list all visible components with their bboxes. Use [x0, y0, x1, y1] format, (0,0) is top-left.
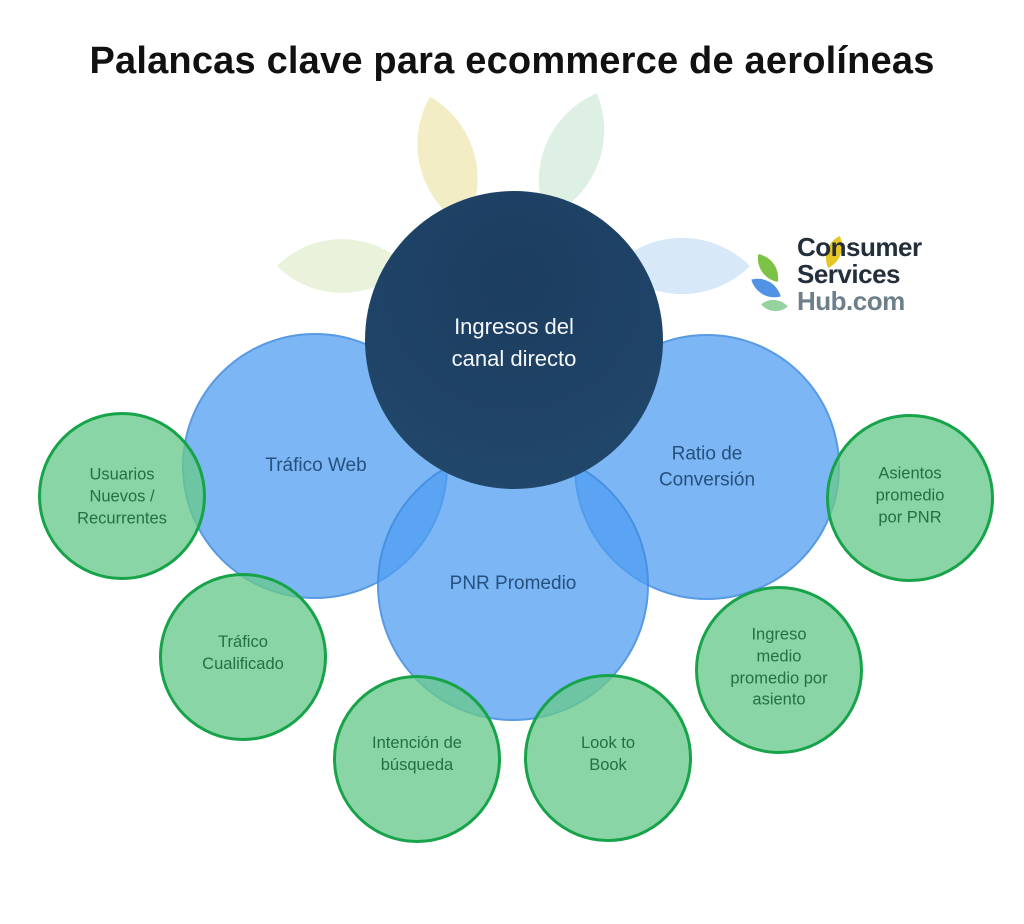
circle-look-to-book [524, 674, 692, 842]
page-title: Palancas clave para ecommerce de aerolín… [89, 40, 935, 82]
logo-line-hubcom: Hub.com [797, 286, 905, 316]
label-intencion-de-busqueda: Intención de búsqueda [372, 734, 462, 774]
circle-ingresos-canal-directo [365, 191, 663, 489]
circle-trafico-cualificado [159, 573, 327, 741]
circle-asientos-promedio-pnr [826, 414, 994, 582]
circle-ingreso-medio-promedio-asiento [695, 586, 863, 754]
label-look-to-book: Look to Book [580, 734, 636, 774]
label-trafico-web: Tráfico Web [265, 455, 367, 477]
logo-line-consumer: Consumer [797, 232, 922, 262]
logo-line-services: Services [797, 259, 900, 289]
circle-usuarios-nuevos-recurrentes [38, 412, 206, 580]
consumer-services-hub-logo: Consumer Services Hub.com [750, 230, 960, 325]
label-usuarios-nuevos-recurrentes: Usuarios Nuevos / Recurrentes [77, 465, 167, 527]
label-asientos-promedio-pnr: Asientos promedio por PNR [875, 464, 945, 526]
label-trafico-cualificado: Tráfico Cualificado [202, 633, 284, 673]
logo-text: Consumer Services Hub.com [797, 234, 922, 315]
label-ratio-conversion: Ratio de Conversión [658, 443, 756, 490]
label-pnr-promedio: PNR Promedio [449, 573, 577, 595]
label-ingreso-medio-promedio-asiento: Ingreso medio promedio por asiento [730, 625, 828, 709]
circle-intencion-de-busqueda [333, 675, 501, 843]
label-ingresos-canal-directo: Ingresos del canal directo [451, 314, 577, 371]
